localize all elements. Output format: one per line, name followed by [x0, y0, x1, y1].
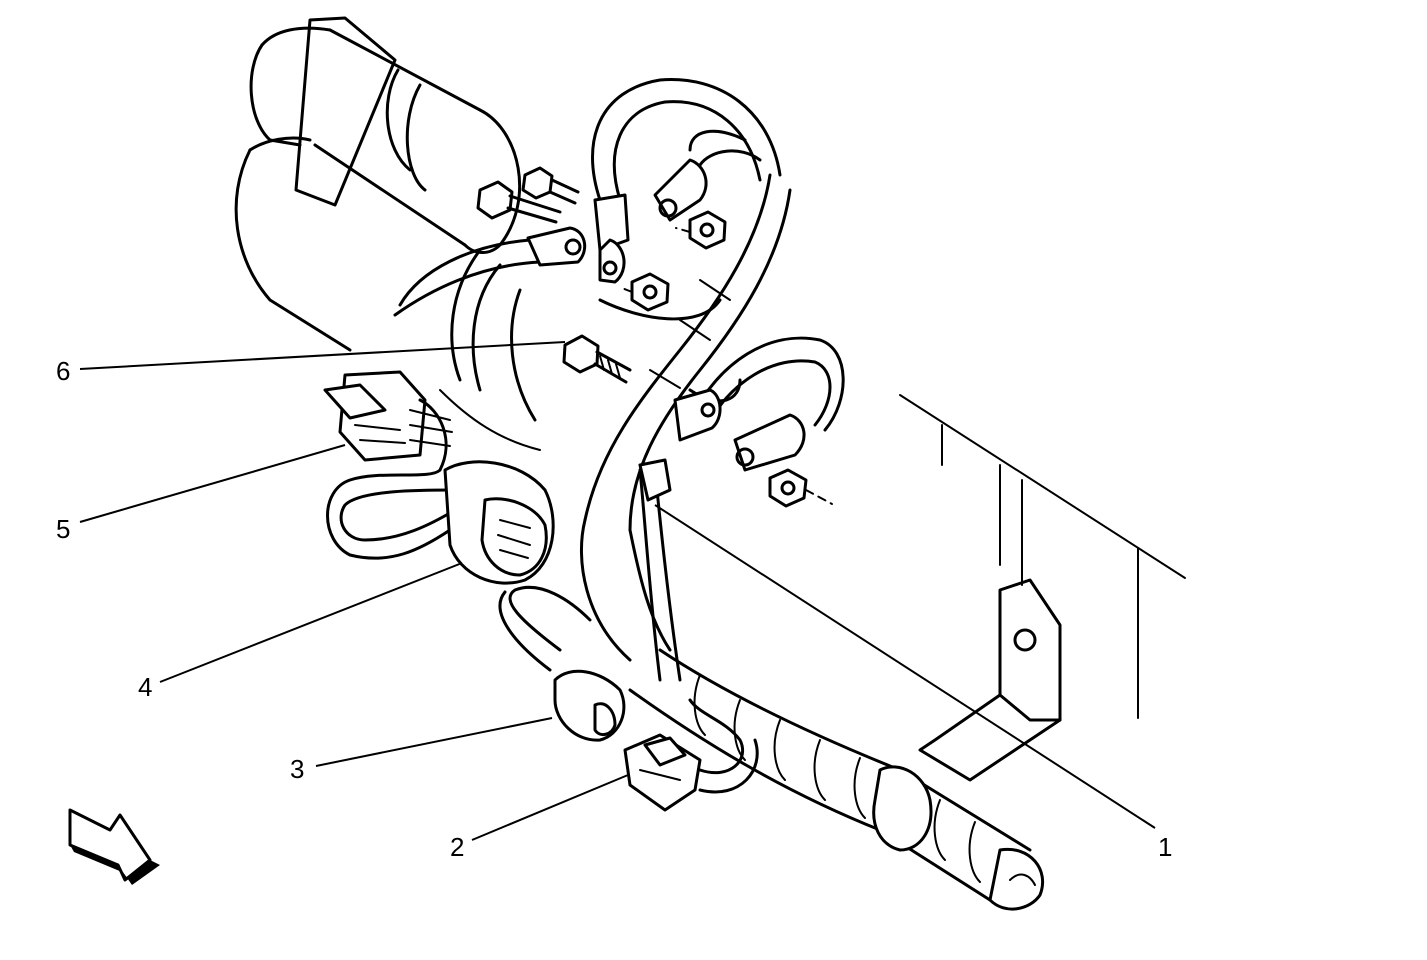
leader-3: [315, 717, 553, 767]
ground-cable: [638, 336, 845, 682]
leader-4: [159, 562, 463, 683]
callout-labels: 1 2 3 4 5 6: [56, 356, 1172, 862]
harness-bracket: [872, 578, 1062, 852]
leader-2: [471, 774, 629, 841]
main-harness: [579, 173, 1045, 911]
callout-1: 1: [1158, 832, 1172, 862]
leader-1: [654, 504, 1156, 829]
callout-3: 3: [290, 754, 304, 784]
callout-4: 4: [138, 672, 152, 702]
mounting-bolt: [562, 334, 632, 384]
starter-motor: [234, 16, 742, 451]
callout-2: 2: [450, 832, 464, 862]
sensor-connector-3: [498, 585, 626, 742]
sensor-connector-2: [623, 698, 759, 812]
leader-5: [79, 444, 346, 523]
solenoid-bolts: [476, 166, 580, 224]
battery-cable: [393, 226, 587, 317]
harness-connector-5: [323, 370, 457, 560]
front-arrow-icon: [68, 808, 160, 885]
upper-cable-loop: [591, 78, 782, 312]
harness-connector-4: [443, 460, 555, 585]
conduit-ribs: [693, 674, 981, 883]
callout-6: 6: [56, 356, 70, 386]
leader-6: [79, 341, 566, 370]
callout-leaders: [79, 341, 1156, 841]
callout-5: 5: [56, 514, 70, 544]
frame-rail: [899, 394, 1186, 719]
